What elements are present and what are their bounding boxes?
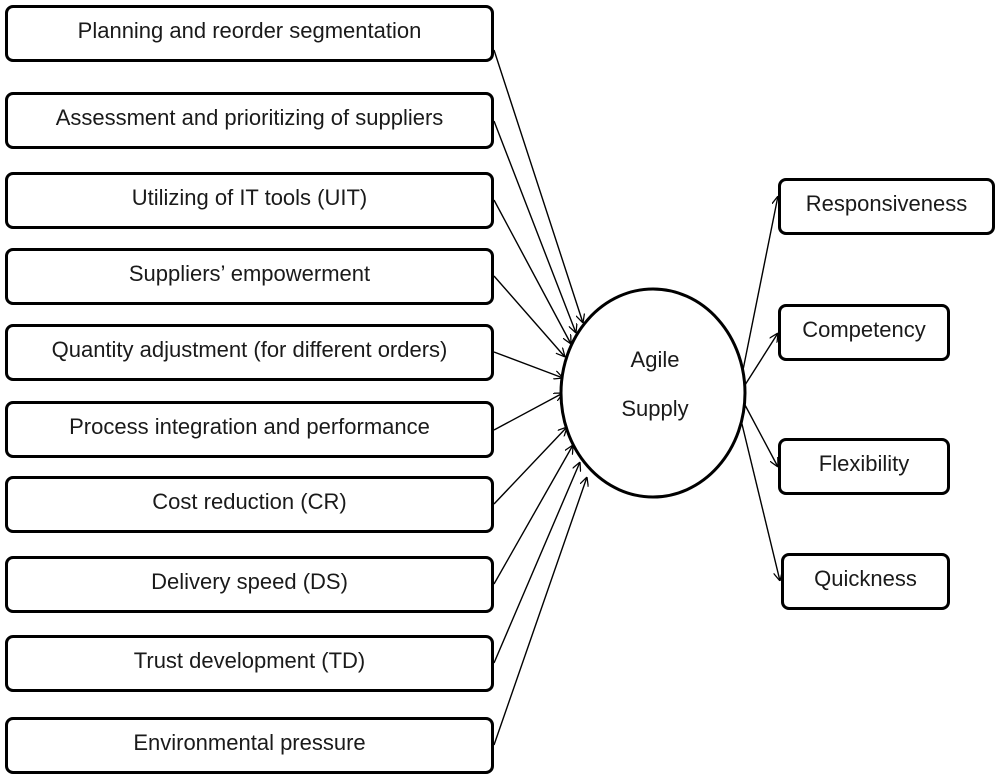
outcome-label: Responsiveness bbox=[805, 191, 968, 216]
factor-arrow-4 bbox=[493, 275, 565, 357]
factor-label: Delivery speed (DS) bbox=[151, 569, 348, 594]
factor-box-process-integration: Process integration and performance bbox=[5, 401, 494, 458]
factor-arrow-7 bbox=[493, 427, 567, 505]
outcome-label: Flexibility bbox=[818, 451, 910, 476]
outcome-arrows bbox=[740, 196, 780, 581]
factor-arrow-10 bbox=[493, 477, 587, 746]
factor-box-planning-reorder-segmentation: Planning and reorder segmentation bbox=[5, 5, 494, 62]
factor-arrows bbox=[493, 49, 587, 746]
factor-box-trust-development: Trust development (TD) bbox=[5, 635, 494, 692]
factor-arrow-3 bbox=[493, 199, 571, 344]
factor-label: Utilizing of IT tools (UIT) bbox=[131, 185, 368, 210]
factor-arrow-8 bbox=[493, 445, 573, 585]
factor-box-quantity-adjustment: Quantity adjustment (for different order… bbox=[5, 324, 494, 381]
factor-arrow-2 bbox=[493, 120, 576, 333]
outcome-box-flexibility: Flexibility bbox=[778, 438, 950, 495]
outcome-label: Competency bbox=[802, 317, 926, 342]
agile-supply-ellipse bbox=[559, 287, 747, 499]
factor-label: Cost reduction (CR) bbox=[152, 489, 347, 514]
factor-arrow-6 bbox=[493, 393, 563, 431]
factor-label: Assessment and prioritizing of suppliers bbox=[55, 105, 444, 130]
outcome-label: Quickness bbox=[814, 566, 917, 591]
factor-label: Quantity adjustment (for different order… bbox=[51, 337, 448, 362]
factor-box-assessment-prioritizing-suppliers: Assessment and prioritizing of suppliers bbox=[5, 92, 494, 149]
outcome-arrow-4 bbox=[740, 419, 780, 581]
outcome-arrow-1 bbox=[742, 196, 778, 371]
factor-arrow-1 bbox=[493, 49, 583, 323]
outcome-arrow-3 bbox=[744, 404, 778, 467]
factor-box-cost-reduction: Cost reduction (CR) bbox=[5, 476, 494, 533]
factor-label: Process integration and performance bbox=[69, 414, 430, 439]
center-label-line1: Agile bbox=[630, 347, 680, 372]
factor-label: Suppliers’ empowerment bbox=[128, 261, 371, 286]
outcome-arrow-2 bbox=[744, 333, 778, 386]
factor-box-utilizing-it-tools: Utilizing of IT tools (UIT) bbox=[5, 172, 494, 229]
factor-arrow-9 bbox=[493, 462, 580, 664]
factor-box-delivery-speed: Delivery speed (DS) bbox=[5, 556, 494, 613]
center-label-line2: Supply bbox=[621, 396, 689, 421]
outcome-box-quickness: Quickness bbox=[781, 553, 950, 610]
factor-box-suppliers-empowerment: Suppliers’ empowerment bbox=[5, 248, 494, 305]
factor-label: Environmental pressure bbox=[133, 730, 366, 755]
factor-arrow-5 bbox=[493, 351, 563, 378]
outcome-box-responsiveness: Responsiveness bbox=[778, 178, 995, 235]
factor-box-environmental-pressure: Environmental pressure bbox=[5, 717, 494, 774]
factor-label: Trust development (TD) bbox=[133, 648, 366, 673]
outcome-box-competency: Competency bbox=[778, 304, 950, 361]
factor-label: Planning and reorder segmentation bbox=[77, 18, 422, 43]
